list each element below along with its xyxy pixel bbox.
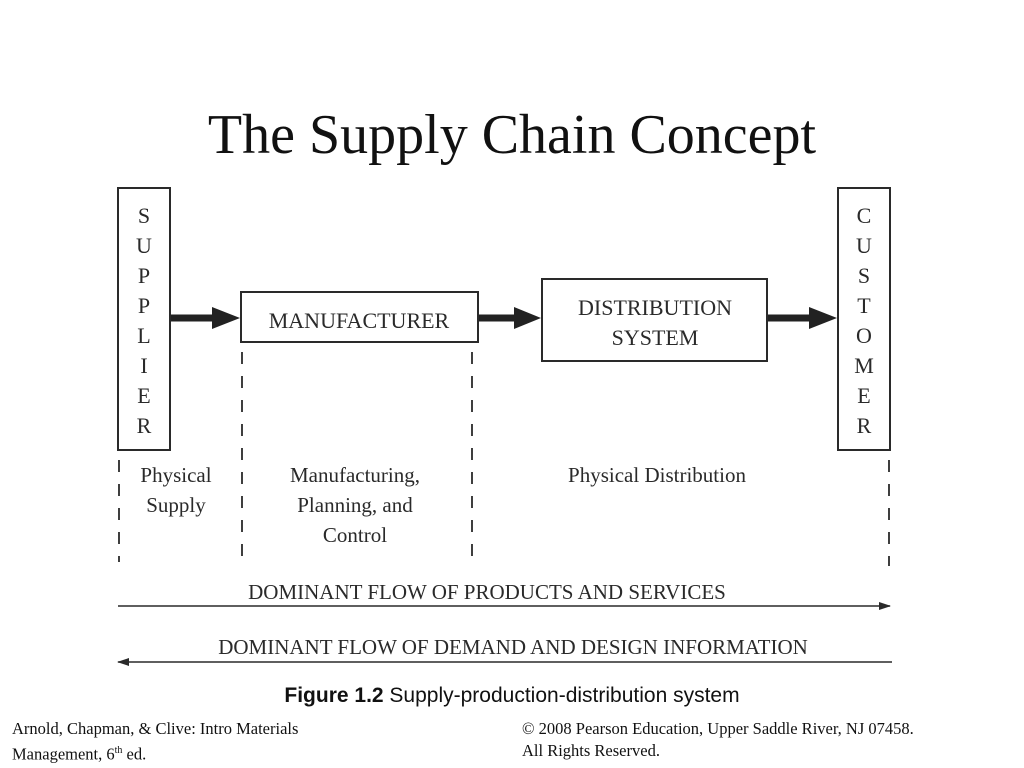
manufacturer-to-distribution-arrow xyxy=(479,307,541,329)
flow-information-label: DOMINANT FLOW OF DEMAND AND DESIGN INFOR… xyxy=(218,635,808,659)
customer-letter: E xyxy=(857,383,870,408)
figure-caption: Figure 1.2 Supply-production-distributio… xyxy=(0,684,1024,708)
manufacturer-label: MANUFACTURER xyxy=(269,308,450,333)
distribution-to-customer-arrow xyxy=(768,307,837,329)
footer-right-line2: All Rights Reserved. xyxy=(522,741,660,760)
slide-title: The Supply Chain Concept xyxy=(207,104,817,166)
supplier-letter: P xyxy=(138,293,150,318)
figure-number: Figure 1.2 xyxy=(284,684,384,707)
section-physical-distribution: Physical Distribution xyxy=(568,463,746,487)
supplier-to-manufacturer-arrow xyxy=(171,307,240,329)
customer-letter: S xyxy=(858,263,870,288)
footer-left-line1: Arnold, Chapman, & Clive: Intro Material… xyxy=(12,719,299,738)
manufacturer-box xyxy=(240,291,479,343)
supplier-letter: P xyxy=(138,263,150,288)
customer-letter: R xyxy=(857,413,872,438)
section-manufacturing-line3: Control xyxy=(323,523,387,547)
flow-products-label: DOMINANT FLOW OF PRODUCTS AND SERVICES xyxy=(248,580,726,604)
supplier-box xyxy=(117,187,171,451)
figure-text: Supply-production-distribution system xyxy=(383,684,740,707)
customer-box xyxy=(837,187,891,451)
footer-copyright: © 2008 Pearson Education, Upper Saddle R… xyxy=(522,718,1017,762)
customer-letter: C xyxy=(857,203,872,228)
customer-letter: M xyxy=(854,353,874,378)
section-physical-supply-line1: Physical xyxy=(140,463,211,487)
distribution-box xyxy=(541,278,768,362)
section-manufacturing-line1: Manufacturing, xyxy=(290,463,420,487)
supplier-letter: U xyxy=(136,233,152,258)
supplier-letter: S xyxy=(138,203,150,228)
customer-letter: O xyxy=(856,323,872,348)
supplier-letter: L xyxy=(137,323,150,348)
section-manufacturing-line2: Planning, and xyxy=(297,493,413,517)
footer-left-line2: Management, 6th ed. xyxy=(12,744,147,764)
section-physical-supply-line2: Supply xyxy=(146,493,206,517)
supplier-letter: E xyxy=(137,383,150,408)
footer-citation: Arnold, Chapman, & Clive: Intro Material… xyxy=(12,718,432,766)
distribution-label-line2: SYSTEM xyxy=(612,325,699,350)
customer-letter: T xyxy=(857,293,871,318)
supplier-letter: R xyxy=(137,413,152,438)
footer-right-line1: © 2008 Pearson Education, Upper Saddle R… xyxy=(522,719,914,738)
customer-letter: U xyxy=(856,233,872,258)
supplier-letter: I xyxy=(140,353,147,378)
distribution-label-line1: DISTRIBUTION xyxy=(578,295,732,320)
